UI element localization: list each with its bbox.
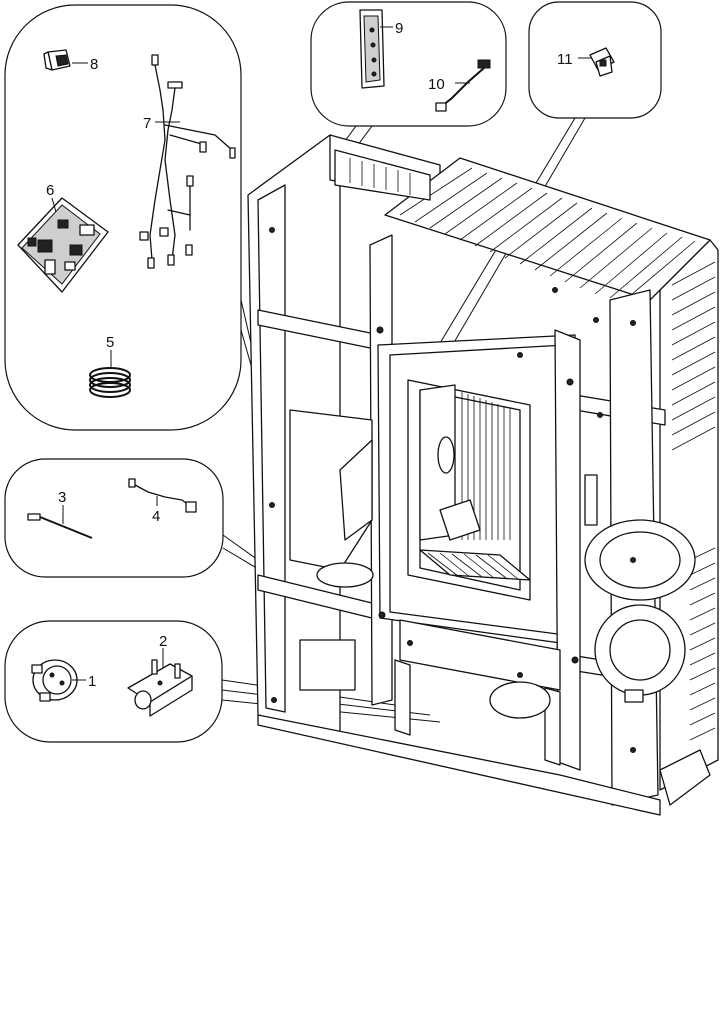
callout-9: 9 (395, 20, 403, 37)
part-2-igniter (127, 648, 193, 717)
part-6-control-board (17, 197, 109, 293)
callout-1: 1 (88, 673, 96, 690)
callout-6: 6 (46, 182, 54, 199)
callout-5: 5 (106, 334, 114, 351)
group-bubble-lower-left (4, 620, 223, 743)
part-8-switch (43, 49, 88, 71)
group-bubble-middle-left (4, 458, 224, 578)
group-bubble-top-left (4, 4, 242, 431)
stove-assembly (247, 134, 719, 816)
callout-8: 8 (90, 56, 98, 73)
part-1-pressure-switch (31, 659, 86, 702)
part-11-bracket (578, 47, 615, 77)
part-9-display-panel (359, 9, 393, 89)
callout-11: 11 (557, 51, 573, 68)
part-3-probe (27, 505, 93, 539)
part-7-wiring-harness (139, 54, 236, 269)
callout-4: 4 (152, 508, 160, 525)
part-5-coil-tube (89, 350, 131, 398)
part-4-sensor-cable (128, 478, 197, 513)
callout-3: 3 (58, 489, 66, 506)
part-10-cable (435, 59, 491, 112)
group-bubble-top-middle (310, 1, 507, 127)
callout-7: 7 (143, 115, 151, 132)
callout-2: 2 (159, 633, 167, 650)
callout-10: 10 (428, 76, 445, 93)
